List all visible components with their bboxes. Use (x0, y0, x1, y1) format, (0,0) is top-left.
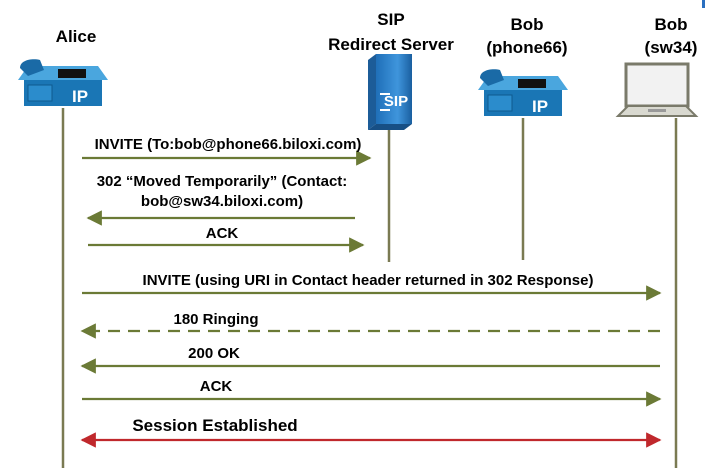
lifelines (61, 108, 678, 468)
accent-mark (702, 0, 705, 8)
message-label-session: Session Established (132, 416, 297, 435)
ip-phone-icon-text: IP (532, 97, 548, 116)
participant-redirect-label-line2: Redirect Server (328, 35, 454, 54)
participant-bob-sw-label-line1: Bob (654, 15, 687, 34)
message-label-invite-1: INVITE (To:bob@phone66.biloxi.com) (95, 136, 362, 153)
message-label-ack-2: ACK (200, 378, 233, 395)
participant-bob-phone-label-line2: (phone66) (486, 38, 567, 57)
ip-phone-icon: IP (18, 59, 108, 106)
messages: INVITE (To:bob@phone66.biloxi.com) 302 “M… (80, 136, 662, 448)
participant-bob-phone-label-line1: Bob (510, 15, 543, 34)
participant-alice-label: Alice (56, 27, 97, 46)
message-label-moved-302-line1: 302 “Moved Temporarily” (Contact: (97, 173, 348, 190)
message-label-invite-2: INVITE (using URI in Contact header retu… (143, 272, 594, 289)
sip-server-icon: SIP (368, 54, 412, 130)
participant-redirect-label-line1: SIP (377, 10, 404, 29)
message-label-ringing-180: 180 Ringing (173, 311, 258, 328)
message-label-ok-200: 200 OK (188, 345, 240, 362)
sip-server-icon-text: SIP (384, 93, 408, 110)
participant-headers: Alice SIP Redirect Server Bob (phone66) … (56, 10, 698, 57)
ip-phone-icon: IP (478, 69, 568, 116)
participant-bob-sw-label-line2: (sw34) (645, 38, 698, 57)
message-label-ack-1: ACK (206, 225, 239, 242)
laptop-icon (615, 62, 699, 117)
message-label-moved-302-line2: bob@sw34.biloxi.com) (141, 193, 303, 210)
ip-phone-icon-text: IP (72, 87, 88, 106)
